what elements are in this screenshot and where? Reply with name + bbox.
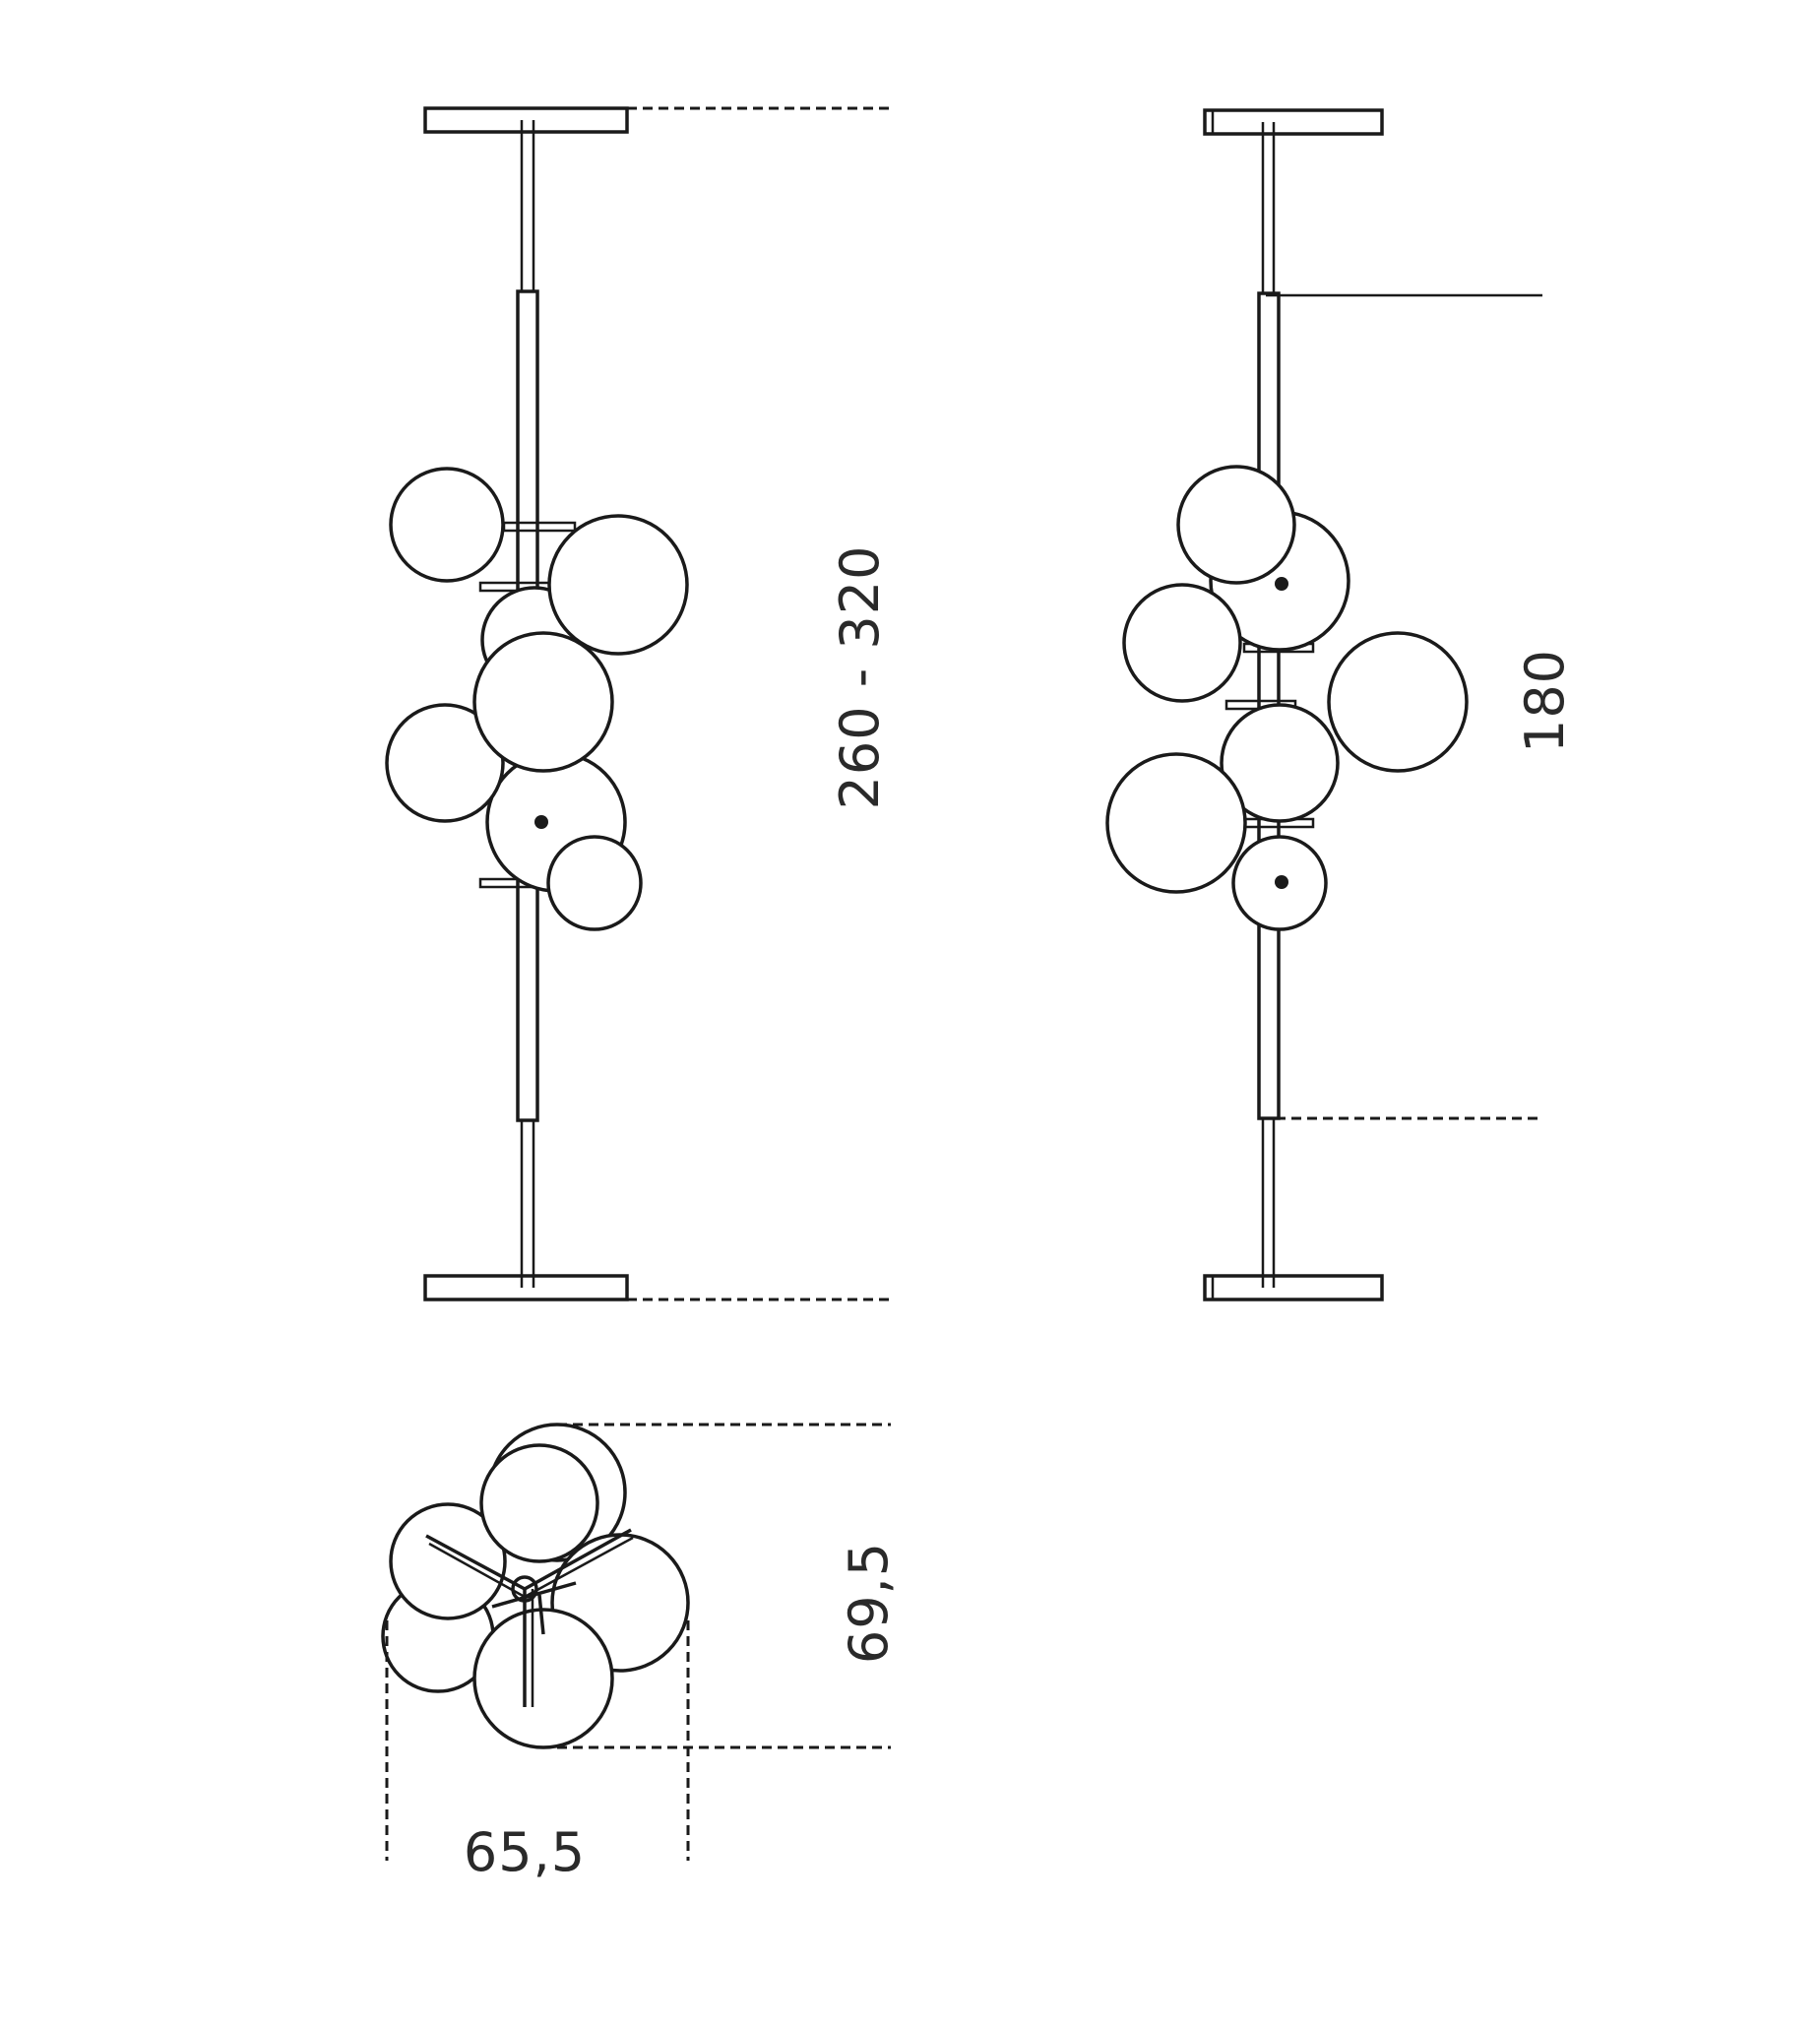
top-arm bbox=[524, 1528, 632, 1591]
front-globe bbox=[385, 703, 505, 823]
front-view: 260 - 320 bbox=[385, 106, 891, 1301]
side-socket-dot bbox=[1275, 875, 1288, 889]
front-globe bbox=[546, 835, 643, 931]
front-base-plate bbox=[423, 1274, 629, 1301]
side-globe bbox=[1176, 465, 1296, 585]
front-globe bbox=[547, 514, 689, 656]
top-globe bbox=[472, 1608, 614, 1749]
side-height-label: 180 bbox=[1514, 649, 1576, 753]
side-globe bbox=[1327, 631, 1469, 773]
depth-label: 69,5 bbox=[838, 1542, 900, 1664]
side-view: 180 bbox=[1105, 108, 1576, 1301]
side-base-plate bbox=[1203, 1274, 1384, 1301]
front-socket-dot bbox=[534, 815, 548, 829]
top-view: 69,5 65,5 bbox=[381, 1423, 900, 1883]
front-ceiling-plate bbox=[423, 106, 629, 134]
front-globe bbox=[472, 631, 614, 773]
side-globe bbox=[1220, 703, 1340, 823]
top-arm bbox=[425, 1534, 526, 1591]
top-arm-short bbox=[537, 1594, 545, 1635]
top-arm-short bbox=[491, 1581, 577, 1609]
top-globe bbox=[479, 1443, 599, 1563]
width-label: 65,5 bbox=[464, 1821, 586, 1883]
side-socket-dot bbox=[1275, 577, 1288, 591]
top-globe bbox=[389, 1502, 507, 1620]
side-globe bbox=[1105, 752, 1247, 894]
front-arm bbox=[502, 521, 577, 533]
front-globe bbox=[389, 467, 505, 583]
side-globe bbox=[1122, 583, 1242, 703]
side-ceiling-plate bbox=[1203, 108, 1384, 136]
height-range-label: 260 - 320 bbox=[829, 545, 891, 810]
